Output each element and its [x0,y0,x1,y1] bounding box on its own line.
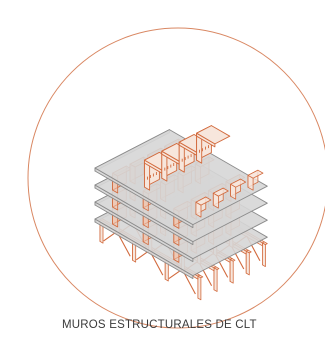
base-post-4-3-front [261,242,266,268]
edge-wall-2-top [230,178,247,188]
diagram-caption: MUROS ESTRUCTURALES DE CLT [62,319,257,331]
edge-wall-1-top [212,187,229,197]
clt-structure [94,125,268,301]
edge-wall-3-top [247,169,264,179]
top-wall-lip-3-top [196,125,231,145]
edge-wall-0-top [195,196,212,206]
base-post-1-3-front [213,267,218,292]
frame-circle [27,27,325,329]
slab-3-top [94,129,268,226]
base-post-2-3-front [229,258,234,284]
base-post-3-3-front [245,250,250,276]
base-post-0-3-front [197,275,202,301]
